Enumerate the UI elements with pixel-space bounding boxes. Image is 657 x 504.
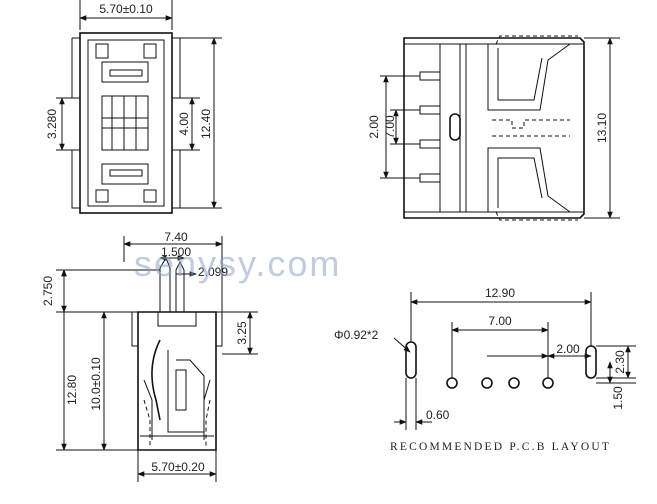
pcb-span-dim: 7.00 [488,314,512,328]
pcb-slot-dim: 2.30 [613,350,627,374]
pcb-hole-dim: Φ0.92*2 [334,328,379,342]
pcb-slot-left [405,341,417,379]
top-view-outline [79,32,173,214]
front-pin-dim: 1.500 [161,245,191,259]
side-pitch-dim: 2.00 [367,115,381,139]
side-height-dim: 13.10 [595,113,609,143]
pcb-slot-right [585,345,597,379]
front-view: 7.40 1.500 2.099 2.750 3.25 12.80 10.0±0… [41,230,258,482]
pcb-hole [446,377,458,389]
side-span-dim: 7.00 [383,115,397,139]
front-body-dim: 10.0±0.10 [89,357,103,411]
top-left-dim: 3.280 [45,109,59,139]
front-mid-dim: 3.25 [235,321,249,345]
front-offset-dim: 2.099 [198,265,228,279]
pcb-layout: 12.90 7.00 2.00 Φ0.92*2 2.30 1.50 0.60 R… [334,286,636,453]
watermark: senysy.com [134,243,341,284]
pcb-gap-dim: 0.60 [426,408,450,422]
top-width-dim: 5.70±0.10 [99,2,153,16]
pcb-total-dim: 12.90 [485,286,515,300]
front-base-dim: 5.70±0.20 [151,460,205,474]
pcb-caption: RECOMMENDED P.C.B LAYOUT [390,441,611,453]
top-inner-dim: 4.00 [177,112,191,136]
pcb-offset-dim: 1.50 [611,386,625,410]
pcb-hole [508,377,520,389]
front-width-dim: 7.40 [164,230,188,244]
top-height-dim: 12.40 [199,109,213,139]
side-view-outline [403,37,585,219]
pcb-hole [542,377,554,389]
top-view: 5.70±0.10 3.280 4.00 12.40 [45,0,222,214]
front-total-dim: 12.80 [65,375,79,405]
front-top-dim: 2.750 [41,276,55,306]
pcb-pitch-dim: 2.00 [556,342,580,356]
side-view: 2.00 7.00 13.10 [367,35,620,221]
pcb-hole [481,377,493,389]
